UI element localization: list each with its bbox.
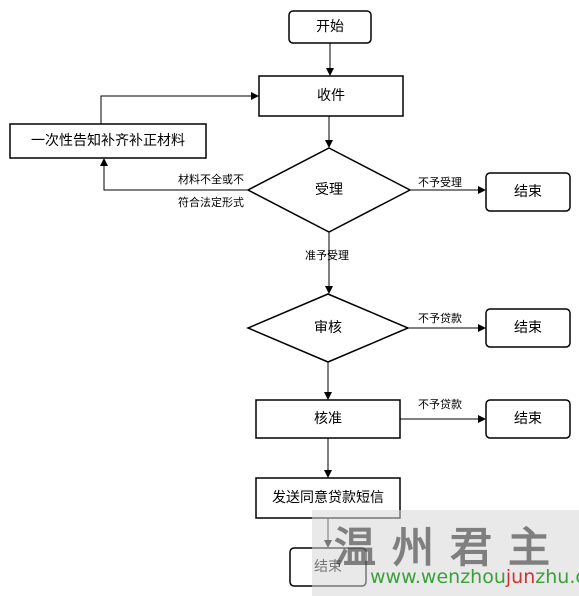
approve-node-label: 核准 — [314, 411, 342, 427]
edge-label-no-loan-review: 不予贷款 — [418, 311, 462, 325]
edge-label-materials-line2: 符合法定形式 — [178, 195, 244, 209]
edge-label-to-accept: 准予受理 — [305, 249, 349, 262]
watermark: 温州君主 www.wenzhoujunzhu.com — [312, 510, 579, 596]
edge-notify-to-receive — [100, 92, 259, 124]
edge-label-not-accepted: 不予受理 — [418, 176, 462, 189]
end-reject-label: 结束 — [514, 184, 542, 200]
watermark-url-zhu: zhu — [535, 566, 570, 588]
accept-decision-label: 受理 — [315, 182, 343, 198]
sms-node-label: 发送同意贷款短信 — [272, 489, 384, 506]
start-node-label: 开始 — [316, 19, 344, 35]
review-decision-label: 审核 — [314, 320, 342, 336]
end-review-node — [485, 308, 571, 348]
end-reject-node — [485, 172, 571, 212]
edge-accept-to-notify — [100, 158, 248, 191]
receive-node-label: 收件 — [317, 88, 345, 104]
notify-node — [9, 123, 207, 159]
end-approve-node — [485, 399, 571, 439]
watermark-url-jun: jun — [505, 566, 536, 588]
watermark-url-wenzhou: wenzhou — [420, 566, 506, 588]
end-review-label: 结束 — [514, 320, 542, 336]
end-approve-label: 结束 — [514, 411, 542, 427]
receive-node — [258, 75, 404, 117]
watermark-brand-text: 温州君主 — [334, 523, 567, 572]
edge-label-materials-line1: 材料不全或不 — [178, 172, 244, 186]
watermark-url: www.wenzhoujunzhu.com — [370, 566, 579, 588]
watermark-url-www: www. — [370, 566, 421, 588]
edge-label-no-loan-approve: 不予贷款 — [418, 397, 462, 411]
notify-node-label: 一次性告知补齐补正材料 — [31, 132, 185, 149]
watermark-url-com: .com — [569, 566, 579, 588]
approve-node — [255, 399, 401, 439]
